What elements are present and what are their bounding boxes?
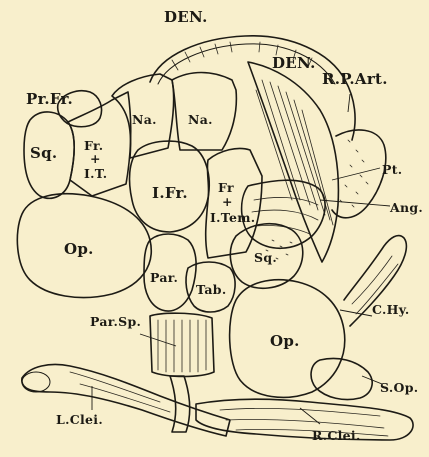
label-r-clei: R.Clei. (312, 428, 361, 443)
label-s-op: S.Op. (380, 380, 418, 395)
label-pr-fr: Pr.Fr. (26, 90, 73, 108)
label-r-p-art: R.P.Art. (322, 70, 388, 88)
label-par: Par. (150, 270, 178, 285)
label-fr-item-1: Fr (218, 180, 234, 195)
label-fr-it-2: + (90, 151, 101, 166)
label-den-top: DEN. (164, 8, 208, 26)
suboperculum (311, 359, 372, 400)
label-op-right: Op. (270, 332, 300, 350)
label-fr-item-3: I.Tem. (210, 210, 255, 225)
label-den-right: DEN. (272, 54, 316, 72)
label-op-left: Op. (64, 240, 94, 258)
label-par-sp: Par.Sp. (90, 314, 141, 329)
label-l-clei: L.Clei. (56, 412, 103, 427)
right-cleithrum (196, 399, 413, 440)
label-fr-it-3: I.T. (84, 166, 107, 181)
label-sq-left: Sq. (30, 144, 57, 162)
right-dentary (248, 62, 338, 262)
label-pt: Pt. (382, 162, 402, 177)
leader-lines (92, 94, 390, 424)
label-ang: Ang. (389, 200, 423, 215)
label-c-hy: C.Hy. (372, 302, 410, 317)
label-na-left: Na. (132, 112, 157, 127)
right-frontal-intertemporal (206, 148, 262, 258)
label-sq-right: Sq. (254, 250, 277, 265)
label-fr-item-2: + (222, 194, 233, 209)
label-i-fr: I.Fr. (152, 184, 188, 202)
parasphenoid (150, 313, 214, 376)
label-tab: Tab. (196, 282, 227, 297)
label-na-right: Na. (188, 112, 213, 127)
